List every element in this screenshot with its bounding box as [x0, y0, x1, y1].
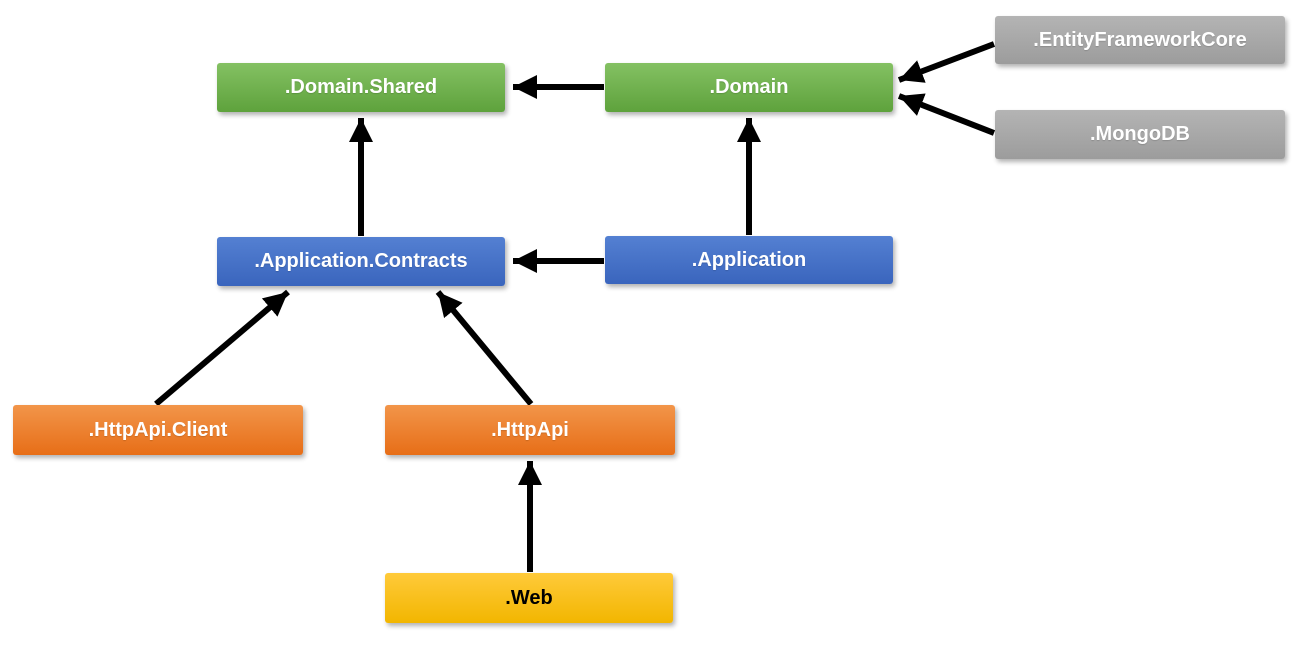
node-mongodb: .MongoDB	[995, 110, 1285, 159]
node-httpapi-client-label: .HttpApi.Client	[88, 418, 228, 441]
node-mongodb-label: .MongoDB	[1090, 123, 1190, 145]
node-web: .Web	[385, 573, 673, 623]
node-httpapi-client: .HttpApi.Client	[13, 405, 303, 455]
node-web-label: .Web	[505, 586, 553, 609]
node-httpapi-label: .HttpApi	[491, 418, 569, 441]
node-entity-framework-core: .EntityFrameworkCore	[995, 16, 1285, 64]
node-domain-shared: .Domain.Shared	[217, 63, 505, 112]
edge-httpapi-to-application-contracts	[435, 290, 534, 406]
node-application-contracts-label: .Application.Contracts	[254, 250, 468, 272]
node-application: .Application	[605, 236, 893, 284]
edge-httpapi-client-to-application-contracts	[154, 289, 290, 407]
edge-mongodb-to-domain	[897, 93, 996, 136]
node-domain-shared-label: .Domain.Shared	[284, 76, 438, 98]
node-domain: .Domain	[605, 63, 893, 112]
node-domain-label: .Domain	[709, 76, 789, 98]
node-application-label: .Application	[691, 248, 807, 271]
node-entity-framework-core-label: .EntityFrameworkCore	[1033, 28, 1247, 51]
edge-entity-framework-core-to-domain	[897, 41, 996, 83]
node-application-contracts: .Application.Contracts	[217, 237, 505, 286]
node-httpapi: .HttpApi	[385, 405, 675, 455]
